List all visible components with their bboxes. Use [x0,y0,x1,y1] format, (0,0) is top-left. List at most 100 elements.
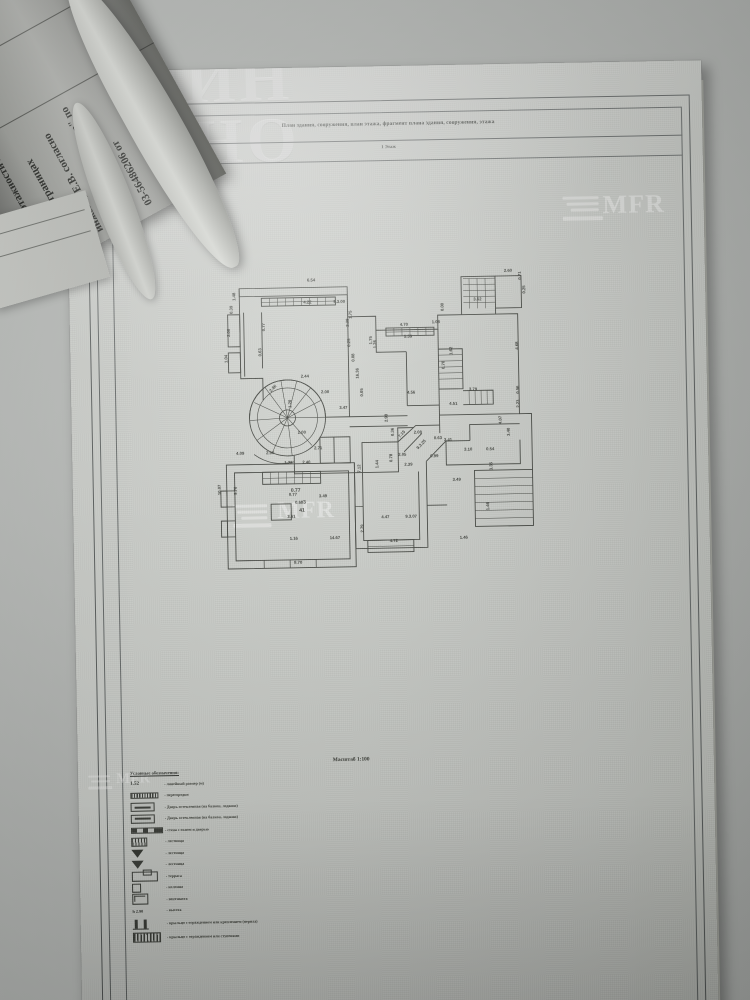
plan-dimension-label: 2.98 [383,413,388,422]
legend-symbol-stair-flight [131,837,165,847]
legend-label: - лестница [165,839,184,844]
legend-symbol-porch-steps [132,932,167,943]
plan-dimension-label: 1.75 [368,335,373,344]
plan-dimension-label: 0.25 [346,338,351,347]
plan-dimension-label: 1.46 [460,535,469,540]
plan-dimension-label: 2.00 [321,389,330,394]
plan-dimension-label: 2.86 [268,383,278,393]
plan-dimension-label: 0.39 [228,305,233,314]
plan-dimension-label: 7.12 [356,464,361,473]
plan-dimension-label: 1.48 [231,292,236,301]
legend-value: 1.52 [130,781,139,788]
plan-dimension-label: 2.71 [314,445,323,450]
plan-room-label: 0.77 [291,488,301,494]
plan-dimension-label: 0.71 [517,271,522,280]
plan-dimension-label: 0.63 [257,348,262,357]
plan-dimension-label: 0.77 [289,492,298,497]
plan-dimension-label: 1.20 [287,399,292,408]
plan-dimension-label: 1.16 [290,536,299,541]
plan-dimension-label: 2.23 [515,399,520,408]
plan-dimension-label: 2.40 [302,459,311,464]
legend-label: - лестница [165,850,185,855]
plan-dimension-label: 0.99 [430,453,439,458]
legend-label: - крыльцо с ограждением или ступенями [166,933,240,940]
plan-dimension-label: 4.56 [407,390,416,395]
plan-dimension-label: 0.05 [359,388,364,397]
plan-dimension-label: 4.70 [400,322,409,327]
plan-dimension-label: 5.59 [404,334,413,339]
legend-symbol-glazed-door [130,802,165,813]
plan-dimension-label: 4.22 [303,299,312,304]
plan-dimension-label: 0.68 [295,500,304,505]
legend-symbol-ventilation [132,893,166,906]
plan-dimension-label: 2.38 [345,318,350,327]
plan-dimension-label: 1.04 [223,354,228,363]
plan-dimension-label: 0.70 [440,360,445,369]
plan-dimension-label: 16.36 [355,367,360,378]
plan-dimension-label: 3.49 [453,477,462,482]
plan-dimension-label: 3.47 [339,405,348,410]
legend-label: - стена с окном и дверью [164,827,209,832]
plan-dimension-label: 0.54 [486,446,495,451]
legend-value: h 2.90 [132,908,144,914]
plan-dimension-label: 10.07 [217,484,222,495]
legend-label: - высота [166,908,182,913]
floor-plan-drawing: 6.54 4.22 9.3.00 1.48 0.39 2.00 1.04 0.77 0.63 1.… [199,263,545,599]
legend-symbol-stair-down [131,860,166,870]
plan-dimension-label: 4.09 [236,451,245,456]
plan-dimension-label: 9.70 [233,486,238,495]
plan-dimension-label: 2.00 [226,328,231,337]
legend-symbol-column [132,883,166,893]
plan-dimension-label: 3.41 [444,437,453,442]
plan-dimension-label: 1.75 [348,310,353,319]
plan-dimension-label: 3.10 [464,447,473,452]
legend-label: - колонна [166,885,184,890]
plan-dimension-label: 4.68 [514,341,519,350]
legend-symbol-height-mark: h 2.90 [132,908,166,914]
plan-dimension-label: 2.00 [266,450,275,455]
plan-dimension-label: 0.36 [390,427,395,436]
plan-dimension-label: 2.79 [359,524,364,533]
legend-symbol-porch-railing [132,918,167,930]
plan-dimension-label: 9.3.00 [333,299,345,304]
plan-dimension-label: 7.15 [397,429,407,439]
plan-dimension-label: 2.05 [398,452,407,457]
legend-symbol-partition-hatch [130,792,164,800]
legend-label: - лестница [165,862,185,867]
plan-dimension-label: 3.35 [488,461,493,470]
floor-plan-sheet: ОДИН ОКНО План здания, сооружения, план … [65,60,719,1000]
plan-dimension-label: 0.08 [350,353,355,362]
plan-dimension-label: 4.07 [497,415,502,424]
plan-dimension-label: 0.56 [515,385,520,394]
plan-dimension-label: 0.78 [388,453,393,462]
legend-label: - Дверь остекленная (на балкон, лоджию) [164,815,238,821]
plan-dimension-label: 3.40 [506,427,511,436]
plan-dimension-label: 1.26 [372,339,377,348]
plan-dimension-label: 1.62 [448,346,453,355]
plan-dimension-label: 0.25 [521,285,526,294]
plan-dimension-label: 4.51 [449,401,458,406]
plan-dimension-label: 8.70 [294,560,303,565]
legend-symbol-linear-dimension: 1.52 [130,781,164,787]
plan-room-label: 3 [303,500,306,506]
plan-dimension-label: 4.47 [381,514,390,519]
plan-dimension-label: 14.67 [330,535,341,540]
plan-dimension-label: 2.60 [504,268,513,273]
plan-dimension-label: 1.23 [284,460,293,465]
legend-symbol-stair-up [131,849,165,858]
plan-dimension-label: 9.3.07 [405,514,417,519]
floor-plan-svg: 6.54 4.22 9.3.00 1.48 0.39 2.00 1.04 0.77 0.63 1.… [217,268,534,570]
legend-label: - перегородки [164,793,189,798]
legend-label: - крыльцо с ограждением или креплением (… [166,919,258,926]
plan-dimension-label: 2.39 [404,462,413,467]
plan-dimension-label: 6.54 [307,277,316,282]
plan-dimension-label: 2.00 [298,430,307,435]
plan-dimension-label: 3.62 [473,296,482,301]
plan-dimension-label: 3.49 [319,493,328,498]
legend-symbol-wall-window-door [130,826,165,834]
plan-dimension-label: 0.77 [261,322,266,331]
legend-label: - Дверь остекленная (на балкон, лоджию) [164,803,238,809]
legend-label: - вентшахта [166,896,188,901]
plan-dimension-label: 0.00 [439,302,444,311]
